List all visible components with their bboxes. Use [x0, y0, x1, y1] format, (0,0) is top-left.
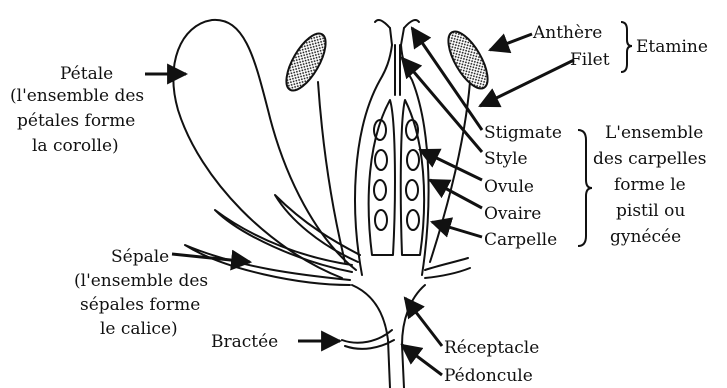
stigma	[375, 20, 390, 28]
label-sepale-line4: le calice)	[100, 319, 178, 339]
etamine-brace	[621, 22, 632, 72]
label-carpelles-line4: pistil ou	[616, 201, 685, 221]
label-carpelles-line5: gynécée	[610, 227, 681, 247]
label-filet: Filet	[570, 50, 610, 70]
label-sepale-line2: (l'ensemble des	[74, 271, 208, 291]
label-sepale-line1: Sépale	[111, 247, 169, 267]
label-carpelles-line3: forme le	[614, 175, 686, 195]
label-carpelles-line2: des carpelles	[593, 149, 706, 169]
label-petale-line3: pétales forme	[17, 111, 135, 131]
right-petal-2	[425, 268, 470, 278]
anther-left	[279, 28, 334, 96]
arrow-filet	[480, 60, 574, 106]
label-sepale-line3: sépales forme	[80, 295, 200, 315]
label-ovule: Ovule	[484, 177, 534, 197]
carpel-left	[369, 100, 395, 255]
arrow-receptacle	[405, 298, 442, 346]
arrow-anthere	[490, 34, 532, 50]
label-style: Style	[484, 149, 528, 169]
arrow-ovaire	[430, 180, 482, 208]
label-ovaire: Ovaire	[484, 204, 541, 224]
label-bractee: Bractée	[211, 332, 278, 352]
label-carpelle: Carpelle	[484, 230, 557, 250]
label-petale-line1: Pétale	[60, 64, 113, 84]
carpelles-brace	[578, 130, 592, 246]
label-carpelles-line1: L'ensemble	[605, 123, 703, 143]
label-pedoncule: Pédoncule	[444, 366, 533, 386]
stigma-right	[404, 20, 419, 28]
label-anthere: Anthère	[532, 23, 602, 43]
style	[395, 45, 400, 95]
label-receptacle: Réceptacle	[444, 338, 539, 358]
carpel-right	[401, 100, 424, 255]
bract	[342, 330, 392, 343]
label-etamine: Etamine	[636, 37, 708, 57]
label-petale-line2: (l'ensemble des	[10, 86, 144, 106]
label-petale-line4: la corolle)	[32, 136, 119, 156]
arrow-pedoncule	[402, 345, 442, 375]
label-stigmate: Stigmate	[484, 123, 562, 143]
